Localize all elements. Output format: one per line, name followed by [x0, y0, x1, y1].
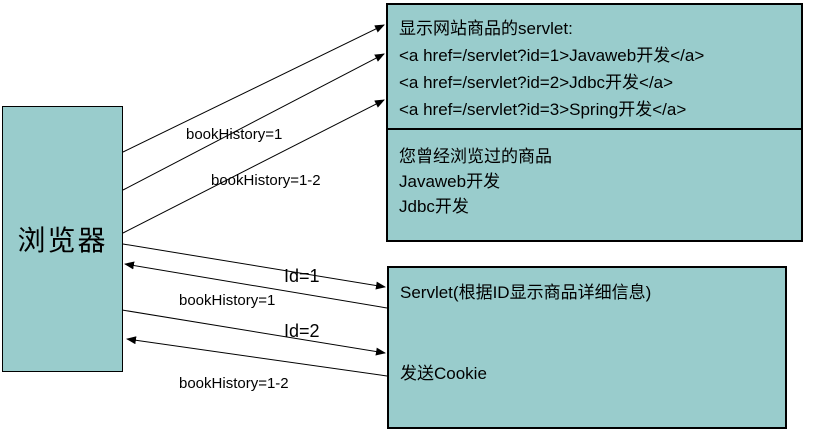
detail-servlet-title: Servlet(根据ID显示商品详细信息)	[400, 283, 652, 302]
label-bookhistory-1-request: bookHistory=1	[186, 126, 283, 143]
label-bookhistory-1-response: bookHistory=1	[179, 292, 276, 309]
history-item: Jdbc开发	[399, 197, 469, 216]
catalog-link-line: <a href=/servlet?id=2>Jdbc开发</a>	[399, 73, 674, 92]
arrow-request-bookhistory-1	[122, 53, 385, 191]
detail-servlet-box: Servlet(根据ID显示商品详细信息) 发送Cookie	[387, 266, 787, 429]
label-id2: Id=2	[284, 321, 320, 341]
browser-box: 浏览器	[2, 106, 123, 372]
label-bookhistory-1-2-request: bookHistory=1-2	[211, 172, 321, 189]
history-title: 您曾经浏览过的商品	[399, 147, 552, 166]
arrow-request-bookhistory-1-2	[122, 99, 385, 234]
arrow-request-initial	[122, 24, 385, 153]
catalog-title: 显示网站商品的servlet:	[399, 19, 573, 38]
browser-label: 浏览器	[17, 225, 108, 256]
arrow-detail-response-cookie-1-2	[126, 336, 388, 377]
catalog-link-line: <a href=/servlet?id=3>Spring开发</a>	[399, 100, 687, 119]
catalog-listing-section: 显示网站商品的servlet: <a href=/servlet?id=1>Ja…	[388, 5, 801, 130]
arrow-detail-request-id2	[121, 309, 386, 356]
history-item: Javaweb开发	[399, 172, 501, 191]
send-cookie-label: 发送Cookie	[400, 364, 487, 383]
catalog-link-line: <a href=/servlet?id=1>Javaweb开发</a>	[399, 46, 705, 65]
arrow-detail-request-id1	[122, 243, 386, 290]
catalog-history-section: 您曾经浏览过的商品 Javaweb开发 Jdbc开发	[388, 130, 801, 219]
arrow-detail-response-cookie-1	[124, 261, 388, 309]
catalog-servlet-box: 显示网站商品的servlet: <a href=/servlet?id=1>Ja…	[386, 3, 803, 242]
label-id1: Id=1	[284, 266, 320, 286]
label-bookhistory-1-2-response: bookHistory=1-2	[179, 375, 289, 392]
